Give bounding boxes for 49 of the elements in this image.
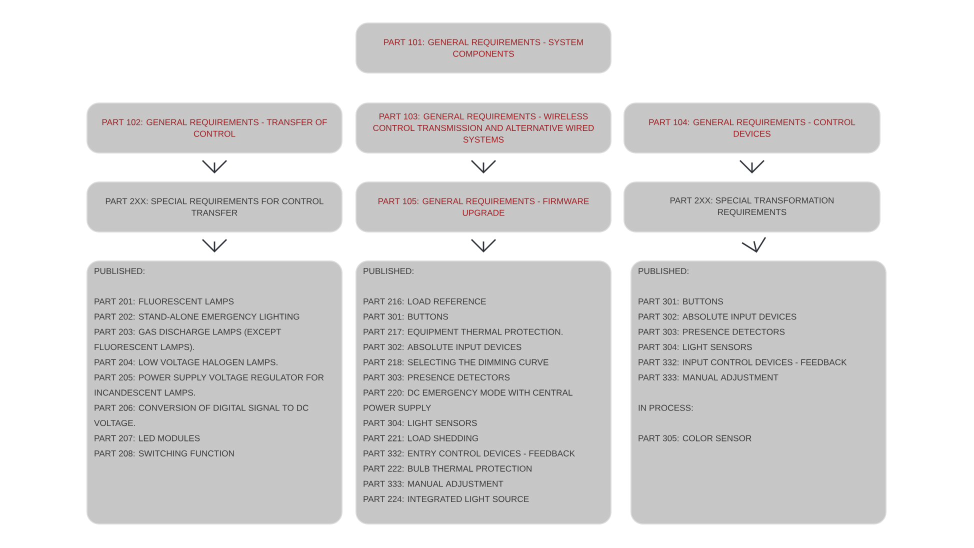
list-item: PART 205: POWER SUPPLY VOLTAGE REGULATOR FOR INCANDESCENT LAMPS. (94, 374, 324, 396)
list-box (356, 260, 612, 524)
list-item: PART 305: COLOR SENSOR (638, 435, 752, 442)
list-item: PART 208: SWITCHING FUNCTION (94, 450, 234, 456)
requirement-box (86, 102, 342, 154)
section-heading: IN PROCESS: (638, 404, 693, 411)
box-title: PART 101: GENERAL REQUIREMENTS - SYSTEM COMPONENTS (384, 39, 583, 57)
section-heading: PUBLISHED: (638, 268, 688, 274)
list-item: PART 333: MANUAL ADJUSTMENT (638, 374, 778, 380)
list-item: PART 216: LOAD REFERENCE (364, 298, 486, 304)
box-title: PART 102: GENERAL REQUIREMENTS - TRANSFER OF CONTROL (102, 119, 327, 137)
list-item: PART 218: SELECTING THE DIMMING CURVE (364, 359, 548, 366)
list-item: PART 204: LOW VOLTAGE HALOGEN LAMPS. (94, 359, 278, 366)
list-item: PART 303: PRESENCE DETECTORS (638, 328, 785, 335)
list-item: PART 224: INTEGRATED LIGHT SOURCE (364, 496, 529, 502)
list-item: PART 301: BUTTONS (364, 314, 448, 320)
section-heading: PUBLISHED: (94, 268, 144, 274)
box-title: PART 2XX: SPECIAL REQUIREMENTS FOR CONTROL TRANSFER (106, 198, 324, 216)
list-box (630, 260, 886, 524)
box-title: PART 103: GENERAL REQUIREMENTS - WIRELESS CONTROL TRANSMISSION AND ALTERNATIVE WIRED SYSTEMS (373, 113, 594, 143)
requirement-box (624, 102, 880, 154)
list-item: PART 201: FLUORESCENT LAMPS (94, 298, 234, 304)
box-title: PART 105: GENERAL REQUIREMENTS - FIRMWARE UPGRADE (378, 198, 589, 216)
list-item: PART 333: MANUAL ADJUSTMENT (364, 480, 504, 487)
list-item: PART 304: LIGHT SENSORS (638, 344, 752, 350)
list-item: PART 304: LIGHT SENSORS (364, 420, 477, 426)
requirement-box (356, 22, 612, 74)
box-title: PART 2XX: SPECIAL TRANSFORMATION REQUIREMENTS (670, 197, 834, 217)
list-item: PART 203: GAS DISCHARGE LAMPS (EXCEPT FLUORESCENT LAMPS). (94, 328, 282, 352)
section-heading: PUBLISHED: (364, 268, 414, 274)
list-item: PART 302: ABSOLUTE INPUT DEVICES (638, 314, 796, 320)
list-item: PART 207: LED MODULES (94, 435, 200, 442)
requirement-box (86, 182, 342, 232)
list-item: PART 332: ENTRY CONTROL DEVICES - FEEDBACK (364, 450, 575, 456)
requirement-box (356, 182, 612, 232)
list-item: PART 332: INPUT CONTROL DEVICES - FEEDBACK (638, 359, 847, 366)
list-item: PART 302: ABSOLUTE INPUT DEVICES (364, 344, 522, 350)
requirement-box (624, 182, 880, 232)
box-title: PART 104: GENERAL REQUIREMENTS - CONTROL DEVICES (649, 119, 856, 137)
list-item: PART 303: PRESENCE DETECTORS (364, 374, 510, 380)
list-item: PART 220: DC EMERGENCY MODE WITH CENTRAL POWER SUPPLY (364, 390, 572, 411)
list-item: PART 217: EQUIPMENT THERMAL PROTECTION. (364, 328, 562, 336)
list-item: PART 221: LOAD SHEDDING (364, 435, 478, 442)
requirement-box (356, 102, 612, 154)
list-item: PART 206: CONVERSION OF DIGITAL SIGNAL TO DC VOLTAGE. (94, 404, 308, 426)
list-item: PART 301: BUTTONS (638, 298, 723, 304)
list-box (86, 260, 342, 524)
list-item: PART 222: BULB THERMAL PROTECTION (364, 466, 532, 472)
list-item: PART 202: STAND-ALONE EMERGENCY LIGHTING (94, 314, 300, 320)
